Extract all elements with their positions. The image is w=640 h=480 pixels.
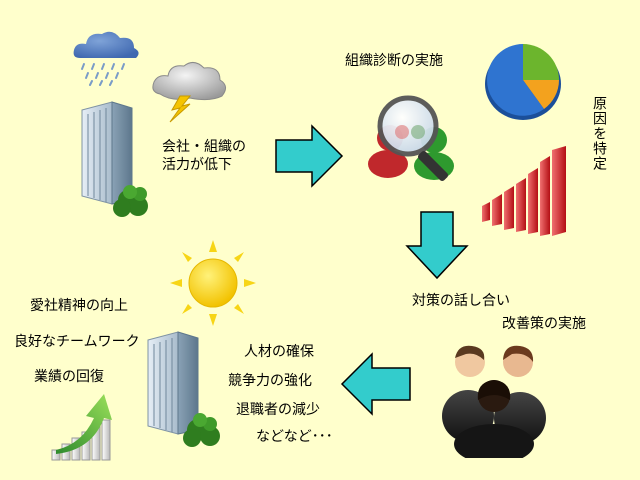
left-arrow-icon bbox=[340, 352, 411, 416]
right-arrow-icon bbox=[275, 124, 344, 188]
benefit-teamwork: 良好なチームワーク bbox=[14, 334, 140, 350]
magnifier-people-icon bbox=[368, 95, 454, 182]
bar-chart-icon bbox=[482, 146, 566, 236]
down-arrow-icon bbox=[405, 211, 469, 280]
pie-chart-icon bbox=[485, 44, 561, 120]
growth-chart-icon bbox=[51, 394, 112, 461]
benefit-loyalty: 愛社精神の向上 bbox=[30, 298, 128, 314]
outcome-item-talent: 人材の確保 bbox=[244, 344, 314, 360]
diagnosis-title: 組織診断の実施 bbox=[345, 53, 443, 69]
rain-cloud-icon bbox=[73, 31, 139, 86]
vitality-decline-caption: 会社・組織の 活力が低下 bbox=[162, 138, 246, 174]
office-building-icon bbox=[81, 101, 148, 217]
caption-line-2: 活力が低下 bbox=[162, 157, 232, 173]
office-building-icon bbox=[147, 331, 220, 447]
improvement-implementation-label: 改善策の実施 bbox=[502, 316, 586, 332]
identify-cause-label: 原因を特定 bbox=[591, 96, 607, 171]
business-people-icon bbox=[442, 345, 546, 458]
countermeasure-discussion-label: 対策の話し合い bbox=[412, 293, 510, 309]
storm-cloud-icon bbox=[152, 62, 226, 123]
caption-line-1: 会社・組織の bbox=[162, 139, 246, 155]
outcome-item-etc: などなど･･･ bbox=[256, 429, 333, 445]
benefit-recovery: 業績の回復 bbox=[34, 369, 104, 385]
sun-icon bbox=[170, 240, 256, 326]
outcome-item-competitiveness: 競争力の強化 bbox=[228, 373, 312, 389]
outcome-item-turnover: 退職者の減少 bbox=[236, 402, 320, 418]
